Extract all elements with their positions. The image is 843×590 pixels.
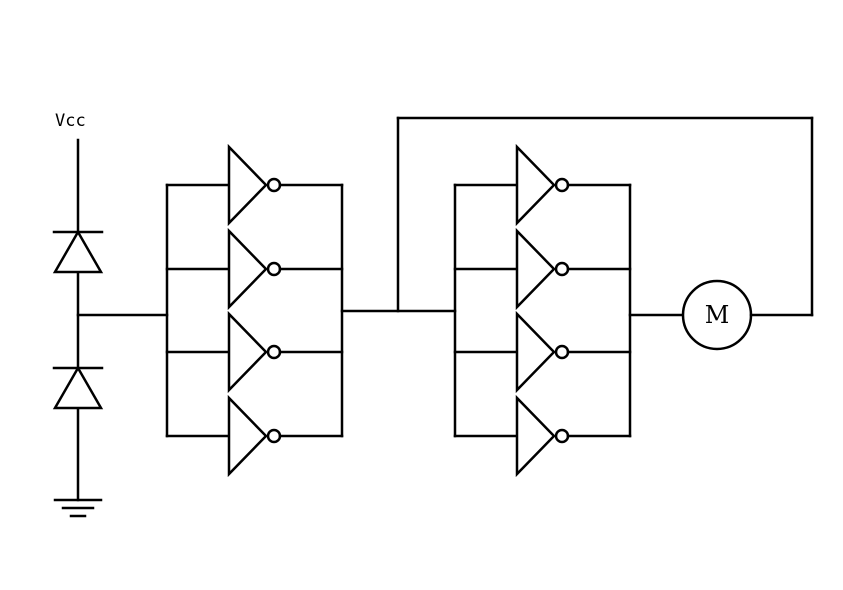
left-inverter-3: [165, 310, 344, 394]
ground-symbol: [53, 498, 103, 518]
right-inverter-3: [453, 310, 632, 394]
right-inverter-1-body: [515, 143, 556, 227]
left-inverter-4-bubble: [266, 428, 282, 444]
left-inverter-4-body: [227, 394, 268, 478]
left-inverter-3-body: [227, 310, 268, 394]
right-inverter-4-body: [515, 394, 556, 478]
right-inverter-2: [453, 227, 632, 311]
right-inverter-bank: [453, 143, 632, 478]
right-inverter-3-bubble: [554, 344, 570, 360]
right-inverter-2-bubble: [554, 261, 570, 277]
motor: M: [681, 279, 753, 351]
diode-top-body: [52, 229, 104, 274]
left-inverter-1-bubble: [266, 177, 282, 193]
left-inverter-2-body: [227, 227, 268, 311]
left-inverter-2-bubble: [266, 261, 282, 277]
left-inverter-1: [165, 143, 344, 227]
motor-label: M: [705, 301, 730, 329]
left-inverter-1-body: [227, 143, 268, 227]
diode-bottom-body: [52, 365, 104, 410]
right-inverter-1: [453, 143, 632, 227]
right-inverter-1-bubble: [554, 177, 570, 193]
left-inverter-2: [165, 227, 344, 311]
left-inverter-4: [165, 394, 344, 478]
left-inverter-3-bubble: [266, 344, 282, 360]
diode-top: [52, 229, 104, 274]
right-inverter-3-body: [515, 310, 556, 394]
right-inverter-4: [453, 394, 632, 478]
right-inverter-2-body: [515, 227, 556, 311]
diode-bottom: [52, 365, 104, 410]
right-inverter-4-bubble: [554, 428, 570, 444]
vcc-label: Vcc: [55, 111, 86, 131]
left-inverter-bank: [165, 143, 344, 478]
